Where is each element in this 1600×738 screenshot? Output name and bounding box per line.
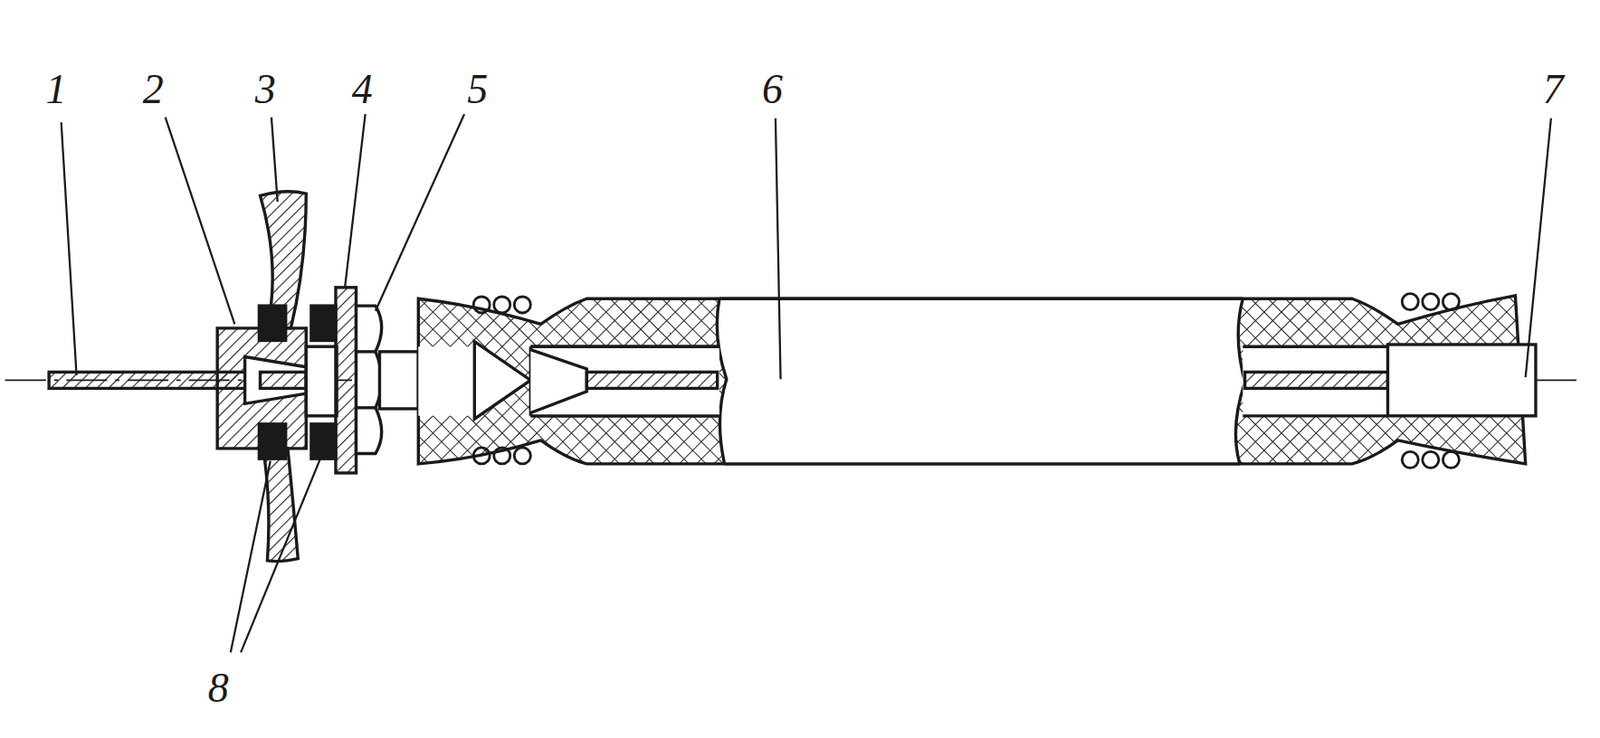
callout-number: 6 xyxy=(761,68,783,111)
callout-number: 2 xyxy=(142,68,164,111)
callout-number: 5 xyxy=(466,68,488,111)
callout-number: 4 xyxy=(352,68,373,111)
callout-number: 8 xyxy=(208,667,229,710)
callout-number: 1 xyxy=(46,68,67,111)
callout-number: 3 xyxy=(255,68,277,111)
callout-number: 7 xyxy=(1542,68,1564,111)
